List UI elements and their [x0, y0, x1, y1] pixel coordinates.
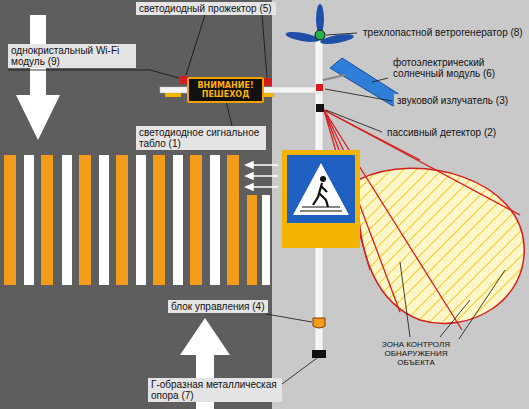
zone-label: ЗОНА КОНТРОЛЯ ОБНАРУЖЕНИЯ ОБЪЕКТА: [368, 339, 464, 368]
callout-label: фотоэлектрический солнечный модуль (6): [390, 56, 508, 80]
sign-text: ВНИМАНИЕ! ПЕШЕХОД: [192, 81, 259, 99]
led-projector: [180, 76, 187, 84]
callout-label: звуковой излучатель (3): [394, 94, 524, 107]
callout-label: светодиодный прожектор (5): [136, 2, 276, 15]
led-sign-board: ВНИМАНИЕ! ПЕШЕХОД: [187, 77, 264, 103]
sound-emitter: [316, 84, 323, 91]
callout-label: однокристальный Wi-Fi модуль (9): [8, 44, 136, 68]
callout-label: светодиодное сигнальное табло (1): [136, 126, 266, 150]
detection-zone: [358, 168, 524, 323]
led-projector: [264, 78, 272, 86]
light-arrows: [246, 162, 278, 190]
wind-turbine: [285, 4, 354, 46]
callout-label: пассивный детектор (2): [384, 126, 508, 139]
control-block: [313, 318, 325, 328]
road: [0, 0, 272, 409]
callout-label: Г-образная металлическая опора (7): [148, 378, 282, 402]
callout-label: блок управления (4): [168, 300, 268, 313]
pedestrian-sign: [282, 150, 360, 248]
lane-arrow: [16, 15, 60, 140]
crosswalk: [4, 155, 270, 285]
passive-detector: [316, 104, 324, 112]
callout-label: трехлопастной ветрогенератор (8): [360, 26, 526, 39]
